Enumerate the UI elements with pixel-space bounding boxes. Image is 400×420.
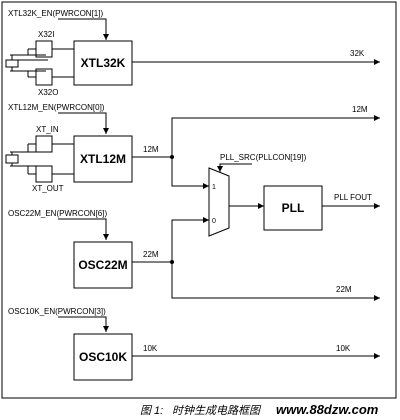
mux-in1-wire [171,157,209,189]
pll-fout-label: PLL FOUT [334,193,372,202]
pll-block [263,185,323,231]
xtl12m-out-label: 12M [143,145,159,154]
pll-src-wire [217,163,252,172]
osc22m-out-label: 22M [143,250,159,259]
xtl32k-enable-wire [58,18,109,40]
x32o-pin-label: X32O [38,88,58,97]
crystal-12m-icon [5,143,46,175]
mux-input-1-label: 1 [212,184,216,191]
xt-in-pin-box [35,135,53,153]
osc10k-enable-label: OSC10K_EN(PWRCON[3]) [8,307,106,316]
mux-in0-wire [171,217,209,262]
caption-figure-number: 图 1: [140,405,163,417]
xt-in-pin-label: XT_IN [36,125,59,134]
caption-title: 时钟生成电路框图 [172,404,262,417]
x32i-pin-label: X32I [38,30,54,39]
out-10k-label: 10K [336,344,351,353]
osc10k-out-label: 10K [143,344,158,353]
out-22m-wire [171,262,380,301]
pll-src-label: PLL_SRC(PLLCON[19]) [220,153,307,162]
osc10k-block [73,333,133,381]
xtl12m-enable-label: XTL12M_EN(PWRCON[0]) [8,103,105,112]
out-32k-label: 32K [350,49,365,58]
osc10k-block-label: OSC10K [79,350,127,364]
xtl32k-block [73,40,133,86]
pll-source-mux [208,167,230,237]
xt-out-pin-label: XT_OUT [32,184,64,193]
xt-out-pin-box [35,165,53,183]
osc22m-block [73,241,133,289]
xtl12m-block [73,135,133,183]
out-12m-label: 12M [352,105,368,114]
mux-input-0-label: 0 [212,218,216,225]
xtl32k-enable-label: XTL32K_EN(PWRCON[1]) [8,9,103,18]
osc22m-enable-wire [58,218,109,240]
osc22m-enable-label: OSC22M_EN(PWRCON[6]) [8,209,107,218]
out-12m-wire [171,115,380,157]
crystal-32k-icon [5,48,48,78]
osc10k-enable-wire [58,316,109,332]
out-22m-label: 22M [336,285,352,294]
xtl12m-block-label: XTL12M [80,152,126,166]
osc22m-block-label: OSC22M [78,258,127,272]
caption-site-watermark: www.88dzw.com [276,402,379,417]
pll-block-label: PLL [282,201,305,215]
xtl32k-block-label: XTL32K [81,56,126,70]
diagram-frame [1,1,397,399]
xtl12m-enable-wire [58,112,109,134]
